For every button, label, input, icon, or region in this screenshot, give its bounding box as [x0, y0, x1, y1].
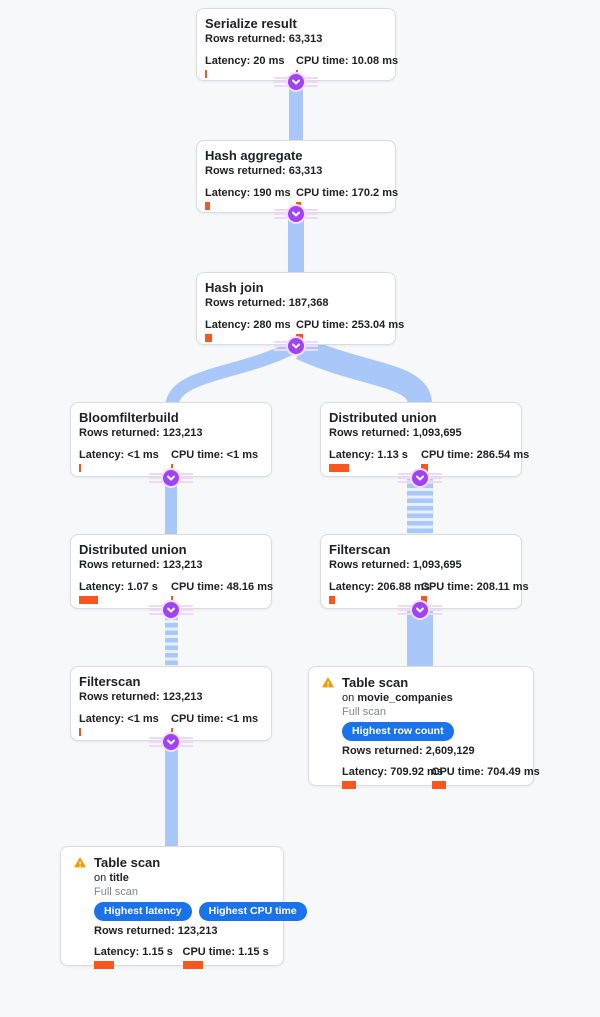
node-title: Filterscan [329, 542, 391, 557]
highest-cpu-time-badge: Highest CPU time [198, 902, 307, 921]
node-distributed-union-right[interactable]: Distributed union Rows returned: 1,093,6… [320, 402, 530, 477]
rows-returned: Rows returned: 63,313 [205, 165, 323, 177]
node-table-scan-title[interactable]: Table scan on title Full scan Highest la… [60, 846, 307, 969]
node-title: Table scan [342, 675, 409, 690]
cpu-time-label: CPU time: 208.11 ms [421, 581, 529, 593]
cpu-time-label: CPU time: 1.15 s [182, 946, 269, 958]
node-filterscan-right[interactable]: Filterscan Rows returned: 1,093,695 Late… [320, 534, 529, 609]
cpu-time-label: CPU time: <1 ms [171, 449, 259, 461]
node-title: Table scan [94, 855, 161, 870]
chevron-down-icon[interactable] [412, 470, 428, 486]
rows-returned: Rows returned: 1,093,695 [329, 427, 462, 439]
rows-returned: Rows returned: 123,213 [79, 427, 203, 439]
cpu-time-label: CPU time: 10.08 ms [296, 55, 399, 67]
node-filterscan-left[interactable]: Filterscan Rows returned: 123,213 Latenc… [70, 666, 272, 741]
node-title: Filterscan [79, 674, 141, 689]
cpu-time-label: CPU time: 704.49 ms [431, 766, 540, 778]
cpu-time-label: CPU time: <1 ms [171, 713, 259, 725]
node-title: Hash join [205, 280, 264, 295]
edge-bloomfilterbuild-to-distributedunion [165, 476, 177, 535]
latency-label: Latency: <1 ms [79, 449, 159, 461]
latency-bar [329, 596, 335, 604]
latency-label: Latency: 1.15 s [94, 946, 173, 958]
scan-type-label: Full scan [342, 706, 387, 718]
cpu-time-label: CPU time: 286.54 ms [421, 449, 530, 461]
cpu-time-bar [171, 464, 173, 472]
chevron-down-icon[interactable] [412, 602, 428, 618]
latency-label: Latency: 20 ms [205, 55, 285, 67]
rows-returned: Rows returned: 187,368 [205, 297, 329, 309]
chevron-down-icon[interactable] [163, 470, 179, 486]
cpu-time-bar [421, 464, 428, 472]
rows-returned: Rows returned: 2,609,129 [342, 745, 475, 757]
chevron-down-icon[interactable] [163, 734, 179, 750]
node-hash-aggregate[interactable]: Hash aggregate Rows returned: 63,313 Lat… [196, 140, 399, 213]
latency-bar [79, 728, 81, 736]
latency-bar [205, 202, 210, 210]
cpu-time-bar [182, 961, 203, 969]
node-title: Hash aggregate [205, 148, 303, 163]
chevron-down-icon[interactable] [288, 338, 304, 354]
cpu-time-bar [171, 728, 173, 736]
edge-hashaggregate-to-hashjoin [288, 212, 304, 273]
latency-label: Latency: 1.07 s [79, 581, 158, 593]
node-title: Distributed union [329, 410, 437, 425]
rows-returned: Rows returned: 123,213 [79, 559, 203, 571]
cpu-time-label: CPU time: 253.04 ms [296, 319, 405, 331]
chevron-down-icon[interactable] [288, 206, 304, 222]
cpu-time-label: CPU time: 170.2 ms [296, 187, 399, 199]
chevron-down-icon[interactable] [163, 602, 179, 618]
edge-filterscan-to-tablescan-left [165, 740, 178, 847]
latency-label: Latency: 190 ms [205, 187, 291, 199]
table-name-line: on title [94, 872, 129, 884]
edge-hashjoin-branches [165, 337, 432, 406]
latency-label: Latency: 709.92 ms [342, 766, 443, 778]
highest-row-count-badge: Highest row count [342, 722, 454, 741]
table-name-line: on movie_companies [342, 692, 453, 704]
latency-bar [94, 961, 114, 969]
chevron-down-icon[interactable] [288, 74, 304, 90]
warning-icon [74, 857, 86, 868]
node-table-scan-movie-companies[interactable]: Table scan on movie_companies Full scan … [308, 666, 540, 789]
node-serialize-result[interactable]: Serialize result Rows returned: 63,313 L… [196, 8, 399, 81]
latency-bar [205, 334, 212, 342]
latency-label: Latency: 206.88 ms [329, 581, 430, 593]
node-distributed-union-left[interactable]: Distributed union Rows returned: 123,213… [70, 534, 274, 609]
rows-returned: Rows returned: 123,213 [79, 691, 203, 703]
cpu-time-bar [171, 596, 173, 604]
latency-bar [342, 781, 356, 789]
node-bloomfilterbuild[interactable]: Bloomfilterbuild Rows returned: 123,213 … [70, 402, 272, 477]
scan-type-label: Full scan [94, 886, 139, 898]
latency-label: Latency: 280 ms [205, 319, 291, 331]
node-title: Serialize result [205, 16, 297, 31]
cpu-time-bar [421, 596, 427, 604]
node-title: Distributed union [79, 542, 187, 557]
edge-serialize-to-hashaggregate [289, 80, 303, 141]
cpu-time-label: CPU time: 48.16 ms [171, 581, 274, 593]
rows-returned: Rows returned: 63,313 [205, 33, 323, 45]
node-hash-join[interactable]: Hash join Rows returned: 187,368 Latency… [196, 272, 405, 345]
latency-label: Latency: <1 ms [79, 713, 159, 725]
latency-bar [329, 464, 349, 472]
rows-returned: Rows returned: 1,093,695 [329, 559, 462, 571]
warning-icon [322, 677, 334, 688]
latency-bar [79, 596, 98, 604]
highest-latency-badge: Highest latency [94, 902, 192, 921]
node-title: Bloomfilterbuild [79, 410, 179, 425]
edge-distributedunion-to-filterscan-left [165, 608, 178, 667]
latency-label: Latency: 1.13 s [329, 449, 408, 461]
cpu-time-bar [431, 781, 446, 789]
rows-returned: Rows returned: 123,213 [94, 925, 218, 937]
latency-bar [79, 464, 81, 472]
latency-bar [205, 70, 207, 78]
